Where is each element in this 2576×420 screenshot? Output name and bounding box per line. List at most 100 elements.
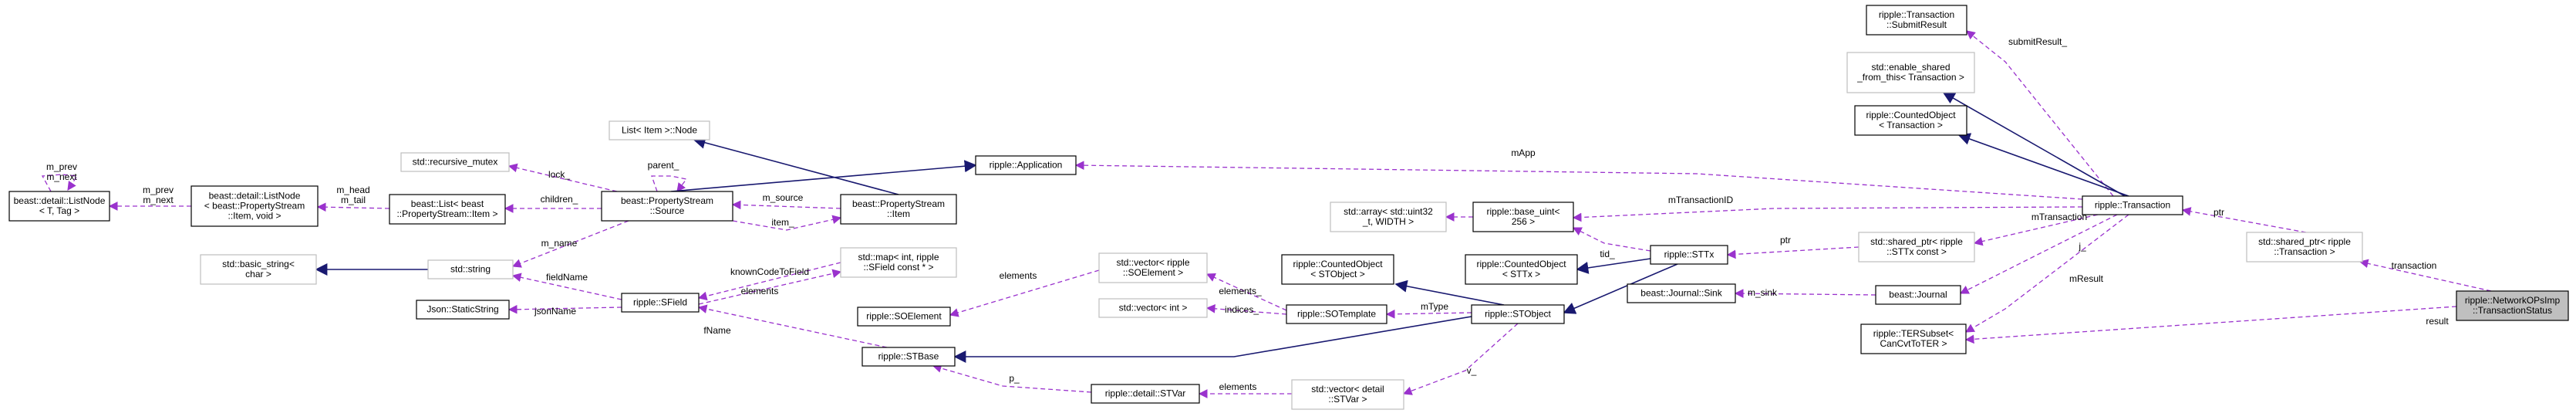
edge-label-jsonname: jsonName bbox=[534, 306, 576, 317]
edge-label-mapp: mApp bbox=[1511, 147, 1536, 158]
class-node-vector-int[interactable]: std::vector< int > bbox=[1098, 298, 1208, 318]
class-node-box bbox=[861, 347, 956, 367]
class-node-listnode[interactable]: beast::detail::ListNode< T, Tag > bbox=[8, 191, 110, 222]
class-node-label: std::recursive_mutex bbox=[413, 157, 498, 168]
edge-label-line: jsonName bbox=[534, 306, 576, 317]
class-node-box bbox=[1330, 202, 1447, 232]
edge-tx_status-to-tersubset bbox=[1964, 306, 2457, 344]
class-node-box bbox=[389, 194, 506, 225]
edge-label-tid: tid_ bbox=[1600, 249, 1615, 259]
class-node-static-string[interactable]: Json::StaticString bbox=[416, 300, 510, 320]
class-node-shared-sttx[interactable]: std::shared_ptr< ripple::STTx const > bbox=[1858, 232, 1975, 262]
class-node-submit-result[interactable]: ripple::Transaction::SubmitResult bbox=[1866, 5, 1967, 36]
class-node-label: ripple::TERSubset< bbox=[1873, 328, 1954, 339]
class-node-list-node-gray[interactable]: List< Item >::Node bbox=[609, 120, 710, 141]
class-node-tersubset[interactable]: ripple::TERSubset<CanCvtToTER > bbox=[1860, 323, 1967, 354]
edge-label-line: submitResult_ bbox=[2008, 36, 2067, 47]
class-node-shared-tx[interactable]: std::shared_ptr< ripple::Transaction > bbox=[2246, 232, 2363, 262]
class-node-stbase[interactable]: ripple::STBase bbox=[861, 347, 956, 367]
class-node-label: ripple::CountedObject bbox=[1866, 110, 1956, 120]
edge-label-line: fieldName bbox=[546, 272, 588, 283]
class-node-box bbox=[2246, 232, 2363, 262]
edge-stvar-to-stbase bbox=[932, 364, 1092, 393]
class-node-label: ::Item bbox=[887, 208, 910, 219]
class-node-box bbox=[416, 300, 510, 320]
class-node-counted-stobject[interactable]: ripple::CountedObject< STObject > bbox=[1281, 254, 1394, 285]
class-node-counted-sttx[interactable]: ripple::CountedObject< STTx > bbox=[1465, 254, 1578, 285]
class-node-sttx[interactable]: ripple::STTx bbox=[1650, 245, 1728, 265]
edge-label-v: v_ bbox=[1467, 365, 1477, 376]
class-node-box bbox=[609, 120, 710, 141]
edge-sttx-to-base_uint bbox=[1572, 227, 1651, 252]
edge-label-line: knownCodeToField bbox=[730, 266, 809, 277]
edge-sotemplate-to-vector_int bbox=[1205, 303, 1287, 315]
class-node-map-sfield[interactable]: std::map< int, ripple::SField const * > bbox=[840, 247, 957, 278]
edge-tx_status-to-shared_tx bbox=[2359, 259, 2492, 292]
class-node-listnode-src[interactable]: beast::detail::ListNode< beast::Property… bbox=[191, 185, 319, 227]
class-node-basic-string[interactable]: std::basic_string<char > bbox=[200, 254, 317, 285]
class-node-label: beast::PropertyStream bbox=[621, 195, 713, 206]
edge-label-m_name: m_name bbox=[541, 238, 578, 249]
edge-label-line: m_prev bbox=[46, 161, 77, 172]
edge-transaction-to-shared_sttx bbox=[1973, 214, 2099, 246]
class-node-ps-item[interactable]: beast::PropertyStream::Item bbox=[840, 194, 957, 225]
edge-label-line: mResult bbox=[2069, 273, 2104, 284]
edge-label-line: elements bbox=[1000, 270, 1037, 281]
edge-transaction-to-enable_shared bbox=[1942, 92, 2126, 197]
class-node-std-string[interactable]: std::string bbox=[427, 259, 514, 279]
edge-label-line: m_next bbox=[143, 195, 174, 205]
edge-label-map_elements: elements bbox=[741, 286, 779, 296]
class-node-recursive-mutex[interactable]: std::recursive_mutex bbox=[400, 152, 510, 172]
class-node-label: beast::PropertyStream bbox=[852, 198, 945, 209]
class-node-array-uint32[interactable]: std::array< std::uint32_t, WIDTH > bbox=[1330, 202, 1447, 232]
class-node-label: ripple::NetworkOPsImp bbox=[2465, 295, 2561, 306]
class-node-label: std::map< int, ripple bbox=[858, 252, 939, 262]
class-node-label: beast::Journal::Sink bbox=[1640, 288, 1722, 299]
class-node-journal-sink[interactable]: beast::Journal::Sink bbox=[1627, 283, 1736, 303]
edge-label-mtype: mType bbox=[1421, 301, 1448, 312]
class-node-enable-shared[interactable]: std::enable_shared_from_this< Transactio… bbox=[1846, 52, 1975, 93]
class-node-label: std::string bbox=[450, 264, 491, 275]
class-node-label: beast::List< beast bbox=[411, 198, 484, 209]
class-node-label: ::PropertyStream::Item > bbox=[396, 208, 497, 219]
class-node-vector-soelement[interactable]: std::vector< ripple::SOElement > bbox=[1098, 252, 1208, 283]
class-node-counted-tx[interactable]: ripple::CountedObject< Transaction > bbox=[1854, 105, 1967, 136]
edge-label-line: m_sink bbox=[1748, 287, 1778, 298]
edge-label-item: item_ bbox=[771, 217, 794, 228]
class-node-box bbox=[1286, 304, 1387, 324]
edge-label-line: elements bbox=[741, 286, 779, 296]
edge-label-line: children_ bbox=[541, 194, 578, 205]
edge-label-line: j_ bbox=[2078, 241, 2086, 252]
class-node-label: < T, Tag > bbox=[39, 205, 79, 216]
edge-label-line: ptr bbox=[1780, 235, 1791, 246]
edge-label-mresult: mResult bbox=[2069, 273, 2104, 284]
class-node-application[interactable]: ripple::Application bbox=[975, 155, 1077, 175]
class-node-box bbox=[1875, 285, 1961, 305]
class-node-label: Json::StaticString bbox=[427, 304, 498, 315]
class-node-vector-stvar[interactable]: std::vector< detail::STVar > bbox=[1291, 379, 1404, 410]
class-node-list-item[interactable]: beast::List< beast::PropertyStream::Item… bbox=[389, 194, 506, 225]
class-node-stvar[interactable]: ripple::detail::STVar bbox=[1091, 384, 1200, 404]
class-node-tx-status[interactable]: ripple::NetworkOPsImp::TransactionStatus bbox=[2456, 290, 2569, 321]
edge-listnode-to-listnode bbox=[41, 174, 79, 192]
class-node-box bbox=[1281, 254, 1394, 285]
class-node-journal[interactable]: beast::Journal bbox=[1875, 285, 1961, 305]
class-node-box bbox=[1465, 254, 1578, 285]
class-node-stobject[interactable]: ripple::STObject bbox=[1471, 304, 1565, 324]
class-node-label: List< Item >::Node bbox=[622, 125, 697, 136]
class-node-box bbox=[1471, 304, 1565, 324]
class-node-ps-source[interactable]: beast::PropertyStream::Source bbox=[601, 191, 733, 222]
edge-ps_source-to-recursive_mutex bbox=[507, 163, 618, 192]
class-node-sfield[interactable]: ripple::SField bbox=[621, 293, 700, 313]
class-node-box bbox=[8, 191, 110, 222]
class-node-transaction[interactable]: ripple::Transaction bbox=[2082, 195, 2183, 215]
edge-label-line: ptr bbox=[2214, 207, 2224, 218]
class-node-sotemplate[interactable]: ripple::SOTemplate bbox=[1286, 304, 1387, 324]
class-node-box bbox=[1091, 384, 1200, 404]
edge-transaction-to-counted_tx bbox=[1957, 133, 2129, 197]
class-node-label: beast::detail::ListNode bbox=[14, 195, 106, 206]
class-node-soelement[interactable]: ripple::SOElement bbox=[857, 307, 951, 327]
edge-label-result_lbl: result bbox=[2426, 316, 2449, 327]
class-node-base-uint[interactable]: ripple::base_uint<256 > bbox=[1472, 202, 1574, 232]
